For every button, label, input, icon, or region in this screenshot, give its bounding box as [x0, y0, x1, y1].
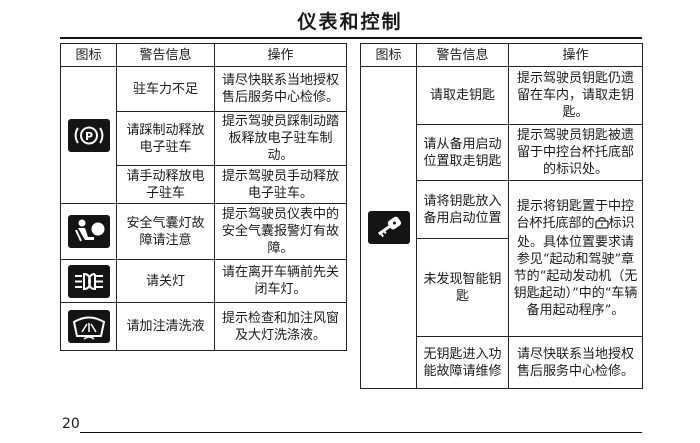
headlight-icon	[67, 264, 110, 298]
icon-cell: P	[60, 66, 117, 204]
table-row: 请手动释放电子驻车 提示驾驶员手动释放电子驻车。	[61, 165, 347, 204]
icon-cell	[60, 302, 117, 351]
operation-cell: 提示检查和加注风窗及大灯洗涤液。	[214, 302, 347, 351]
key-slot-icon	[594, 216, 609, 234]
airbag-icon	[67, 215, 110, 248]
warning-cell: 请关灯	[116, 259, 215, 303]
header-warning: 警告信息	[116, 43, 215, 67]
operation-cell: 提示驾驶员手动释放电子驻车。	[214, 165, 347, 204]
table-row: P 驻车力不足 请尽快联系当地授权售后服务中心检修。	[60, 66, 347, 204]
brake-icon: P	[67, 118, 110, 152]
icon-cell	[60, 203, 117, 260]
footer-rule	[80, 432, 642, 433]
page-title: 仪表和控制	[297, 11, 403, 33]
warning-cell: 未发现智能钥匙	[416, 238, 509, 337]
header-icon: 图标	[60, 43, 117, 67]
table-row: 请踩制动释放电子驻车 提示驾驶员踩制动踏板释放电子驻车制动。	[61, 111, 347, 166]
warning-cell: 请将钥匙放入备用启动位置	[416, 180, 509, 239]
header-icon: 图标	[360, 43, 417, 67]
table-header-row: 图标 警告信息 操作	[60, 43, 347, 67]
table-row: 请加注清洗液 提示检查和加注风窗及大灯洗涤液。	[60, 302, 347, 351]
warning-cell: 请手动释放电子驻车	[116, 165, 215, 204]
operation-cell: 请在离开车辆前先关闭车灯。	[214, 259, 347, 303]
washer-fluid-icon	[67, 310, 110, 343]
warning-cell: 请从备用启动位置取走钥匙	[416, 124, 509, 181]
warning-cell: 无钥匙进入功能故障请维修	[416, 336, 509, 389]
operation-cell: 提示驾驶员踩制动踏板释放电子驻车制动。	[214, 111, 347, 166]
table-row: 请关灯 请在离开车辆前先关闭车灯。	[60, 259, 347, 303]
page-number: 20	[62, 416, 80, 432]
warning-cell: 驻车力不足	[116, 66, 215, 112]
operation-cell: 请尽快联系当地授权售后服务中心检修。	[508, 336, 643, 389]
warning-cell: 请踩制动释放电子驻车	[116, 111, 215, 166]
header-operation: 操作	[508, 43, 643, 67]
operation-cell: 提示将钥匙置于中控台杯托底部的标识处。具体位置要求请参见“起动和驾驶”章节的“起…	[508, 180, 643, 337]
table-row: 请取走钥匙 提示驾驶员钥匙仍遗留在车内，请取走钥匙。	[360, 66, 643, 389]
operation-cell: 提示驾驶员钥匙仍遗留在车内，请取走钥匙。	[508, 66, 643, 125]
warning-table-right: 图标 警告信息 操作 请取走钥匙 提示驾驶员钥匙仍遗留在车内，请取走钥匙。 请	[360, 43, 643, 389]
warning-cell: 安全气囊灯故障请注意	[116, 203, 215, 260]
table-row: 请将钥匙放入备用启动位置 提示将钥匙置于中控台杯托底部的标识处。具体位置要求请参…	[361, 180, 643, 337]
table-row: 请从备用启动位置取走钥匙 提示驾驶员钥匙被遗留于中控台杯托底部的标识处。	[361, 124, 643, 181]
header-operation: 操作	[214, 43, 347, 67]
operation-cell: 请尽快联系当地授权售后服务中心检修。	[214, 66, 347, 112]
key-icon	[367, 211, 410, 244]
table-row: 安全气囊灯故障请注意 提示驾驶员仪表中的安全气囊报警灯有故障。	[60, 203, 347, 260]
table-header-row: 图标 警告信息 操作	[360, 43, 643, 67]
icon-cell	[360, 66, 417, 389]
warning-table-left: 图标 警告信息 操作 P 驻车力不足 请尽快联系当地授权售后服务中心检修。 请踩…	[60, 43, 347, 351]
warning-cell: 请取走钥匙	[416, 66, 509, 125]
header-warning: 警告信息	[416, 43, 509, 67]
operation-cell: 提示驾驶员钥匙被遗留于中控台杯托底部的标识处。	[508, 124, 643, 181]
warning-cell: 请加注清洗液	[116, 302, 215, 351]
operation-cell: 提示驾驶员仪表中的安全气囊报警灯有故障。	[214, 203, 347, 260]
svg-text:P: P	[84, 130, 92, 143]
table-row: 未发现智能钥匙	[361, 238, 643, 337]
table-row: 无钥匙进入功能故障请维修 请尽快联系当地授权售后服务中心检修。	[361, 336, 643, 389]
header-rule	[60, 37, 642, 39]
icon-cell	[60, 259, 117, 303]
